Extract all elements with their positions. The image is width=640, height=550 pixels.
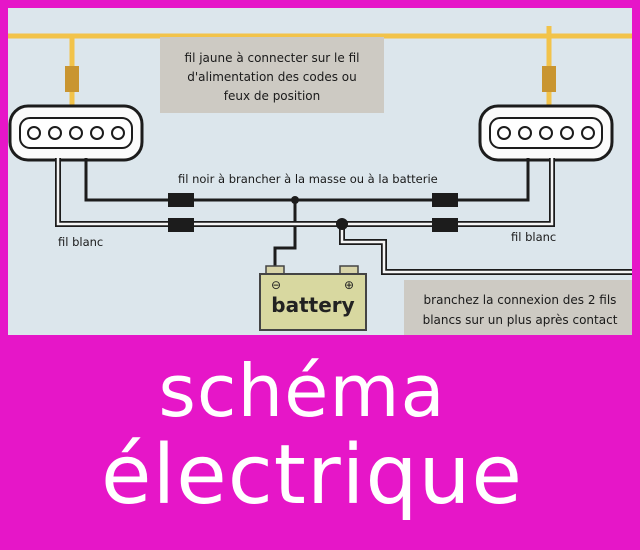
black-wire-label: fil noir à brancher à la masse ou à la b… [178,172,438,186]
yellow-wire-note-line-1: fil jaune à connecter sur le fil [184,51,360,65]
title-line-2: électrique [101,428,523,523]
white-wire-junction [336,218,348,230]
white-wire-note-line-1: branchez la connexion des 2 fils [423,293,617,307]
white-wire-connector-right [432,218,458,232]
yellow-wire-connector-right [542,66,556,92]
white-wire-label-left: fil blanc [58,235,104,249]
title-line-1: schéma [158,349,446,433]
white-wire-note: branchez la connexion des 2 fils blancs … [404,280,632,335]
lamp-right [478,104,614,162]
wiring-diagram: ⊖ ⊕ battery fil jaune à connecter sur le… [8,8,632,335]
battery-label: battery [271,293,355,317]
lamp-left [8,104,144,162]
white-wire [55,158,632,275]
white-wire-label-right: fil blanc [511,230,557,244]
battery-minus-symbol: ⊖ [271,278,281,292]
white-wire-connector-left [168,218,194,232]
yellow-wire-note-line-3: feux de position [223,89,321,103]
black-wire-connector-right [432,193,458,207]
black-wire-connector-left [168,193,194,207]
battery-plus-symbol: ⊕ [344,278,354,292]
yellow-wire-note: fil jaune à connecter sur le fil d'alime… [160,37,384,113]
battery-icon [259,265,367,331]
black-wire-junction [291,196,299,204]
wiring-diagram-drawing: ⊖ ⊕ [8,26,632,331]
white-wire-note-line-2: blancs sur un plus après contact [422,313,618,327]
yellow-wire-connector-left [65,66,79,92]
yellow-wire-note-line-2: d'alimentation des codes ou [187,70,357,84]
